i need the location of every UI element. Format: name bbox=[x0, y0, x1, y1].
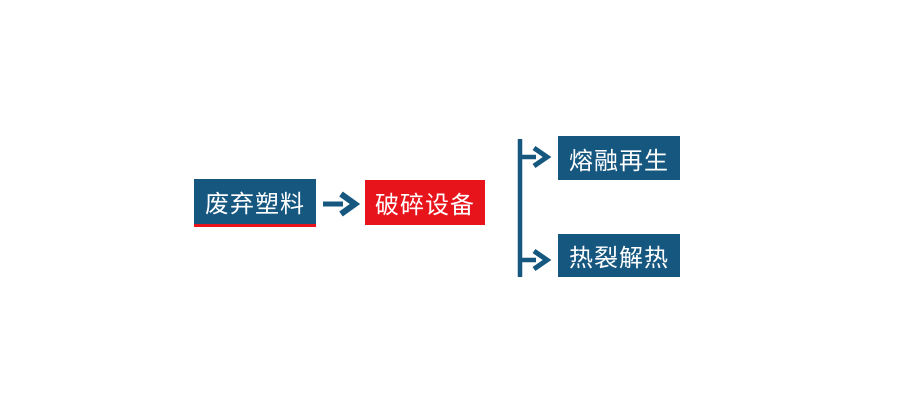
node-crushing-equipment-label: 破碎设备 bbox=[375, 191, 475, 219]
branch-connector bbox=[517, 139, 552, 277]
branch-top-arrowhead-icon bbox=[532, 145, 552, 169]
node-waste-plastic: 废弃塑料 bbox=[194, 179, 316, 227]
node-thermal-pyrolysis: 热裂解热 bbox=[558, 234, 680, 277]
arrow-right-icon bbox=[323, 191, 360, 217]
node-waste-plastic-label: 废弃塑料 bbox=[205, 190, 305, 218]
node-melt-regeneration: 熔融再生 bbox=[558, 136, 680, 180]
node-melt-regeneration-label: 熔融再生 bbox=[569, 146, 669, 175]
node-thermal-pyrolysis-label: 热裂解热 bbox=[569, 244, 669, 272]
node-crushing-equipment: 破碎设备 bbox=[365, 180, 485, 225]
branch-bottom-arrowhead-icon bbox=[532, 248, 552, 272]
